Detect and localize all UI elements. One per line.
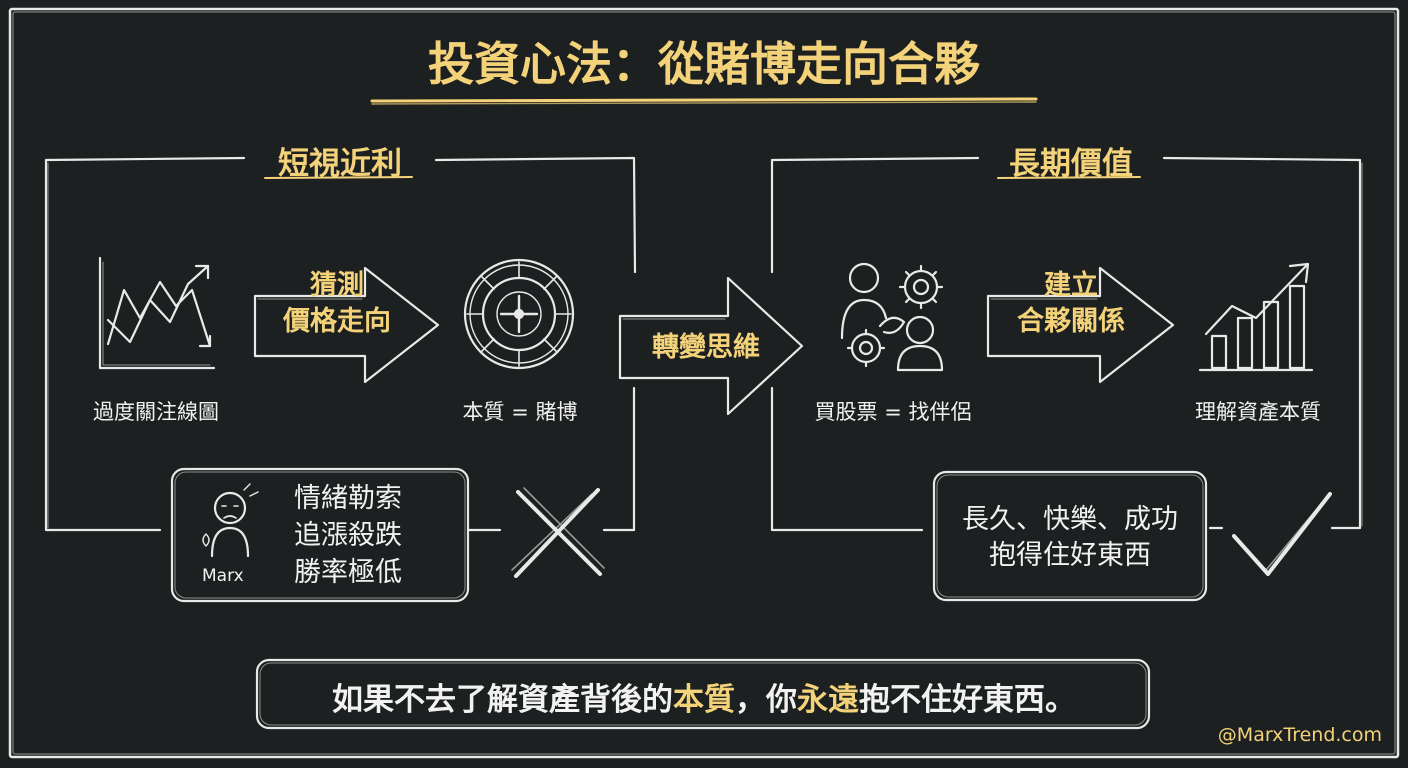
long-term-list: 長久、快樂、成功 抱得住好東西	[934, 502, 1206, 574]
guess-arrow-line-2: 價格走向	[283, 306, 391, 337]
chart-caption: 過度關注線圖	[93, 400, 219, 424]
emotion-box	[170, 467, 470, 603]
partnership-arrow-label: 建立 合夥關係	[996, 268, 1146, 340]
rising-chart-icon	[1198, 262, 1314, 372]
outer-frame	[8, 7, 1400, 759]
section-heading-short-term: 短視近利	[278, 146, 402, 182]
emotion-line-3: 勝率極低	[294, 557, 402, 588]
message-part-1: 如果不去了解資產背後的	[332, 682, 673, 718]
partnership-gears-icon	[840, 262, 944, 372]
long-term-box	[932, 470, 1208, 602]
right-bracket	[770, 156, 980, 274]
stressed-person-icon	[202, 483, 259, 558]
emotion-line-1: 情緒勒索	[294, 483, 402, 514]
message-highlight-forever: 永遠	[797, 682, 859, 718]
section-heading-long-term: 長期價值	[1009, 146, 1133, 182]
value-caption: 理解資產本質	[1195, 400, 1321, 424]
emotion-list: 情緒勒索 追漲殺跌 勝率極低	[294, 480, 402, 591]
bottom-message: 如果不去了解資產背後的本質，你永遠抱不住好東西。	[258, 674, 1150, 719]
volatile-chart-icon	[98, 256, 216, 370]
partnership-arrow-line-1: 建立	[1044, 270, 1098, 301]
guess-arrow-label: 猜測 價格走向	[262, 268, 412, 340]
person-label: Marx	[202, 566, 244, 586]
cross-mark	[514, 488, 602, 578]
guess-arrow-line-1: 猜測	[310, 270, 364, 301]
guess-arrow	[253, 266, 440, 384]
message-part-2: ，你	[735, 682, 797, 718]
credit-text: @MarxTrend.com	[1217, 724, 1382, 746]
message-part-3: 抱不住好東西。	[859, 682, 1076, 718]
message-box	[255, 658, 1151, 730]
emotion-line-2: 追漲殺跌	[294, 520, 402, 551]
build-partnership-arrow	[986, 266, 1175, 384]
partners-caption: 買股票 = 找伴侶	[814, 400, 972, 424]
long-term-line-1: 長久、快樂、成功	[962, 504, 1178, 535]
long-term-line-2: 抱得住好東西	[989, 540, 1151, 571]
check-mark	[1232, 492, 1332, 576]
title-underline	[370, 97, 1038, 103]
roulette-icon	[463, 258, 575, 370]
page-title: 投資心法：從賭博走向合夥	[428, 37, 980, 91]
partnership-arrow-line-2: 合夥關係	[1017, 306, 1125, 337]
left-bracket	[44, 156, 246, 532]
roulette-caption: 本質 = 賭博	[462, 400, 578, 424]
mindset-shift-arrow	[618, 276, 804, 416]
mindset-arrow-label: 轉變思維	[652, 332, 760, 363]
message-highlight-essence: 本質	[673, 682, 735, 718]
